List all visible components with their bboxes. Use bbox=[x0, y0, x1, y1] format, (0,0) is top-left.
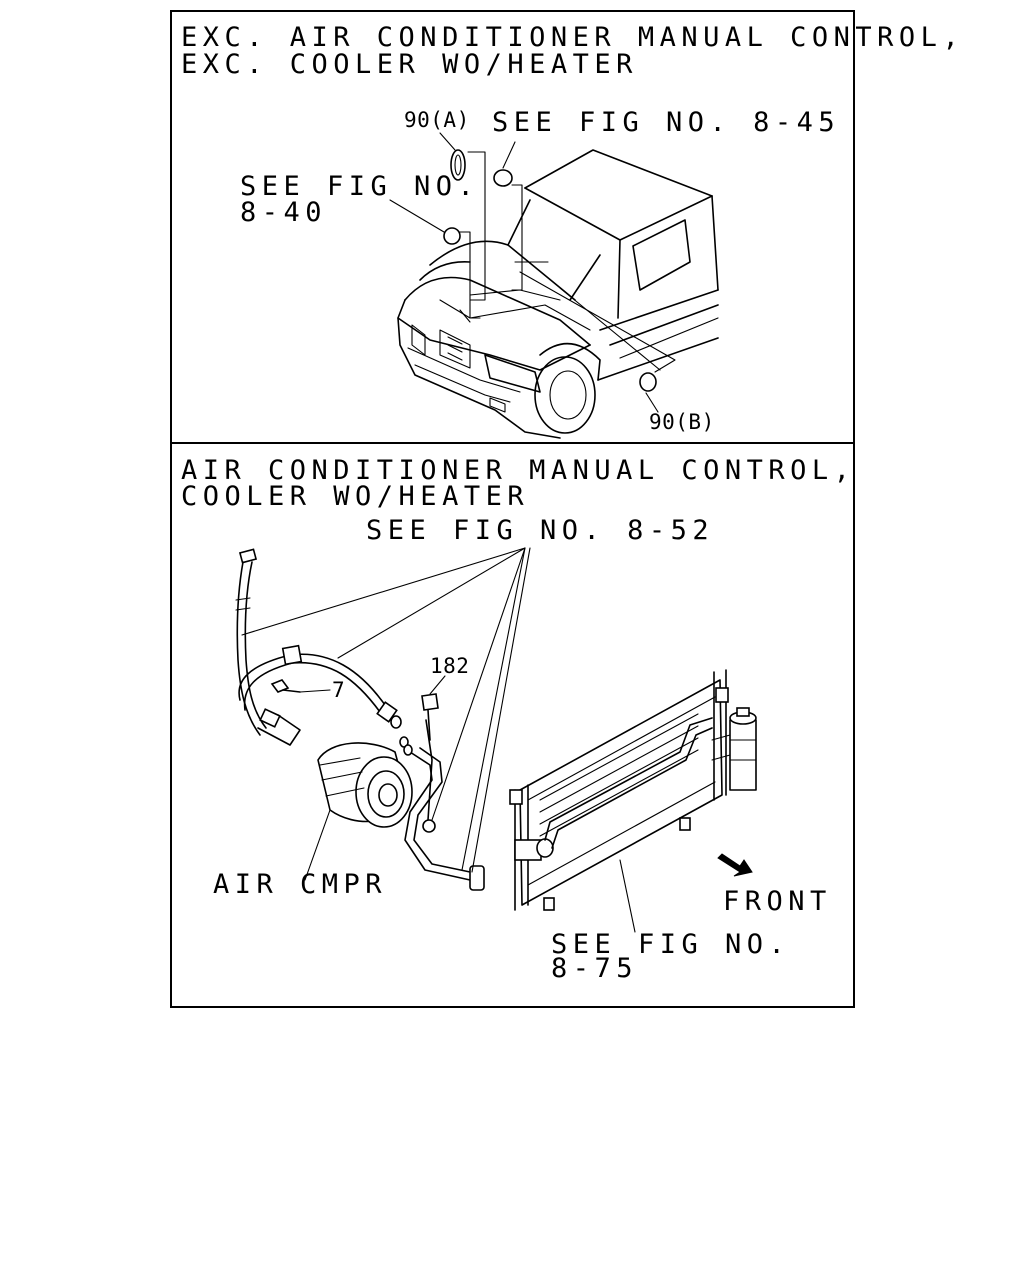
part-90a-seal bbox=[450, 149, 466, 181]
top-heading-line1: EXC. AIR CONDITIONER MANUAL CONTROL, bbox=[181, 22, 964, 53]
bottom-leader-lines bbox=[241, 547, 636, 933]
top-leader-lines bbox=[389, 132, 676, 413]
callout-see-fig-8-75-line2: 8-75 bbox=[551, 953, 638, 984]
front-arrow-icon bbox=[717, 853, 753, 877]
condenser bbox=[509, 669, 757, 911]
top-heading-line2: EXC. COOLER WO/HEATER bbox=[181, 49, 638, 80]
callout-90a: 90(A) bbox=[404, 108, 470, 132]
truck-illustration bbox=[397, 149, 719, 439]
part-8-40-plug bbox=[443, 227, 461, 245]
callout-182: 182 bbox=[430, 654, 469, 678]
bottom-panel: AIR CONDITIONER MANUAL CONTROL, COOLER W… bbox=[181, 455, 855, 984]
part-8-45-plug bbox=[493, 169, 513, 187]
callout-see-fig-8-45: SEE FIG NO. 8-45 bbox=[492, 107, 840, 138]
top-panel: EXC. AIR CONDITIONER MANUAL CONTROL, EXC… bbox=[181, 22, 964, 439]
callout-front: FRONT bbox=[723, 886, 832, 917]
callout-7: 7 bbox=[332, 678, 345, 702]
diagram-frame bbox=[170, 10, 855, 1008]
callout-see-fig-8-40-line1: SEE FIG NO. bbox=[240, 171, 479, 202]
air-compressor bbox=[304, 742, 413, 881]
refrigerant-hoses bbox=[235, 548, 485, 891]
bolt-7 bbox=[270, 679, 331, 693]
bottom-heading-line2: COOLER WO/HEATER bbox=[181, 481, 529, 512]
callout-see-fig-8-75-line1: SEE FIG NO. bbox=[551, 929, 790, 960]
part-90b-plug bbox=[639, 372, 657, 392]
callout-air-cmpr: AIR CMPR bbox=[213, 869, 387, 900]
bottom-heading-line1: AIR CONDITIONER MANUAL CONTROL, bbox=[181, 455, 855, 486]
callout-see-fig-8-52: SEE FIG NO. 8-52 bbox=[366, 515, 714, 546]
bolt-182 bbox=[421, 675, 446, 741]
callout-see-fig-8-40-line2: 8-40 bbox=[240, 197, 327, 228]
callout-90b: 90(B) bbox=[649, 410, 715, 434]
